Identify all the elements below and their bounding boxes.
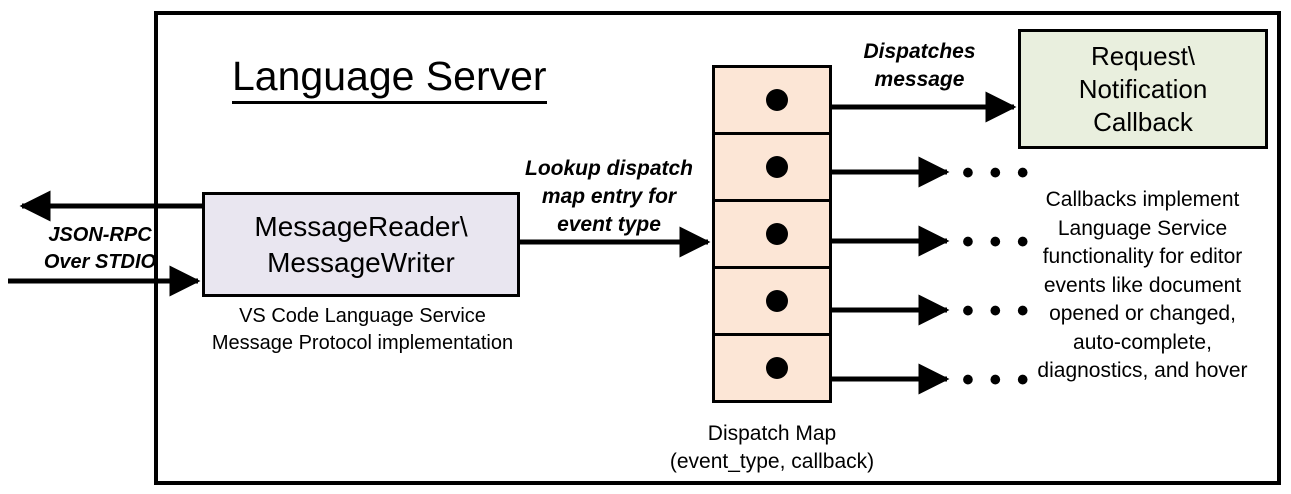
ellipsis-row-2: • • • [962,154,1032,192]
callback-caption-line5: opened or changed, [1049,302,1236,325]
message-caption-line2: Message Protocol implementation [211,332,514,354]
message-node-label-line1: MessageReader\ [254,210,468,242]
dispatch-map-caption: Dispatch Map (event_type, callback) [640,420,904,476]
dispatch-map-table[interactable] [712,65,832,403]
dispatch-label-line2: message [874,68,965,91]
dispatch-label-line1: Dispatches [863,40,976,63]
callback-caption-line6: auto-complete, [1073,330,1212,354]
lookup-label-line1: Lookup dispatch [525,157,693,180]
dispatch-map-row[interactable] [715,269,829,336]
jsonrpc-label-line1: JSON-RPC [48,224,152,246]
message-caption-line1: VS Code Language Service [239,305,486,327]
dispatch-map-row[interactable] [715,336,829,400]
callback-caption-line2: Language Service [1057,216,1228,240]
dot-icon [766,290,788,312]
jsonrpc-label-line2: Over STDIO [43,251,157,273]
callback-caption-line3: functionality for editor [1042,245,1243,268]
message-node-label-line2: MessageWriter [267,246,455,278]
callback-node-label-line1: Request\ [1090,40,1196,71]
dispatch-caption-line1: Dispatch Map [707,422,837,445]
dispatch-map-row[interactable] [715,135,829,202]
dispatch-map-row[interactable] [715,202,829,269]
page-title-text: Language Server [232,53,547,104]
dot-icon [766,357,788,379]
callback-caption-line4: events like document [1043,273,1242,297]
dot-icon [766,223,788,245]
request-notification-callback-node[interactable]: Request\ Notification Callback [1018,29,1268,149]
jsonrpc-protocol-label: JSON-RPC Over STDIO [20,222,180,276]
callback-node-label-line2: Notification [1078,73,1208,104]
message-node-caption: VS Code Language Service Message Protoco… [190,303,535,357]
lookup-dispatch-edge-label: Lookup dispatch map entry for event type [513,155,705,239]
callback-node-label: Request\ Notification Callback [1079,40,1208,139]
callback-node-caption: Callbacks implement Language Service fun… [1010,186,1275,386]
dot-icon [766,89,788,111]
callback-caption-line7: diagnostics, and hover [1037,359,1248,382]
dispatch-caption-line2: (event_type, callback) [669,450,875,473]
language-server-frame [154,11,1281,485]
callback-node-label-line3: Callback [1093,106,1193,137]
message-reader-writer-node[interactable]: MessageReader\ MessageWriter [202,192,520,297]
lookup-label-line2: map entry for [541,185,677,208]
page-title: Language Server [232,52,652,104]
dot-icon [766,156,788,178]
dispatch-map-row[interactable] [715,68,829,135]
message-node-label: MessageReader\ MessageWriter [254,209,467,281]
lookup-label-line3: event type [557,213,661,236]
dispatches-message-edge-label: Dispatches message [832,38,1007,94]
callback-caption-line1: Callbacks implement [1045,188,1240,211]
